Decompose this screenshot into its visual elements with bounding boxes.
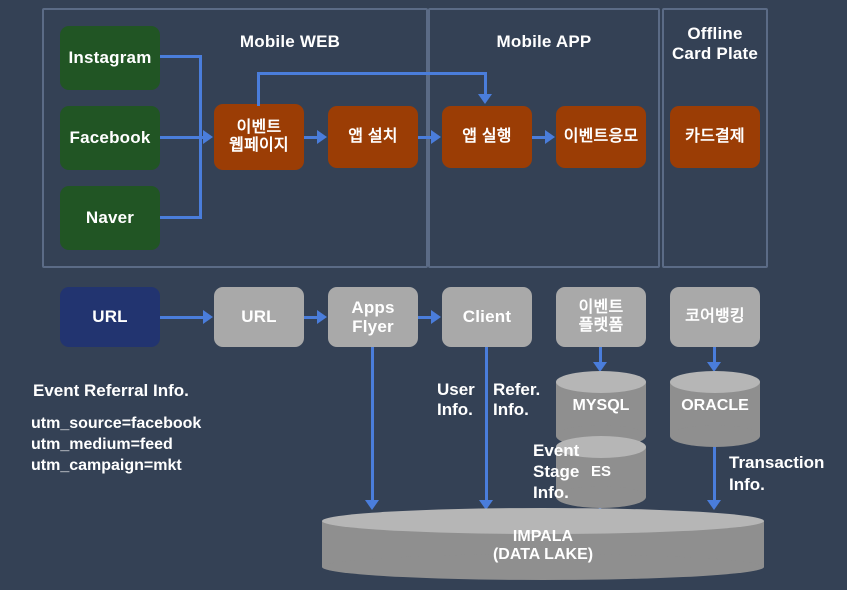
es-bottom — [556, 486, 646, 508]
es-top — [556, 436, 646, 458]
lake-label: IMPALA (DATA LAKE) — [492, 528, 594, 563]
arrowhead-appsflyer-to-lake — [365, 500, 379, 510]
arrowhead-to-app-install — [317, 130, 327, 144]
bypass-riser-from-webpage — [257, 72, 260, 106]
journey-box-card-payment[interactable]: 카드결제 — [670, 106, 760, 168]
oracle-top — [670, 371, 760, 393]
datastore-impala-data-lake[interactable]: IMPALA (DATA LAKE) — [322, 508, 764, 580]
journey-box-app-install[interactable]: 앱 설치 — [328, 106, 418, 168]
connector-naver-vertical — [160, 216, 202, 219]
connector-appsflyer-to-lake — [371, 347, 374, 502]
arrowhead-to-client — [431, 310, 441, 324]
bypass-dropper-to-launch — [484, 72, 487, 96]
connector-install-to-launch — [418, 136, 432, 139]
connector-corebanking-to-oracle — [713, 347, 716, 365]
lake-top — [322, 508, 764, 534]
connector-platform-to-mysql — [599, 347, 602, 365]
connector-facebook-to-webpage — [160, 136, 204, 139]
journey-box-event-entry[interactable]: 이벤트응모 — [556, 106, 646, 168]
flow-label-event-stage-info: Event Stage Info. — [533, 441, 580, 502]
connector-client-to-lake — [485, 347, 488, 502]
panel-title-mobile-app: Mobile APP — [496, 32, 592, 51]
panel-title-offline-card-plate: Offline Card Plate — [671, 24, 759, 63]
arrowhead-to-event-entry — [545, 130, 555, 144]
panel-title-mobile-web: Mobile WEB — [239, 32, 341, 51]
source-box-naver[interactable]: Naver — [60, 186, 160, 250]
arrowhead-bypass-to-app-launch — [478, 94, 492, 104]
connector-oracle-to-lake — [713, 437, 716, 502]
datastore-es[interactable]: ES — [556, 436, 646, 508]
flow-label-user-info: User Info. — [437, 380, 475, 419]
es-label: ES — [590, 463, 611, 480]
arrowhead-corebanking-to-oracle — [707, 362, 721, 372]
connector-webpage-to-install — [304, 136, 318, 139]
journey-box-app-launch[interactable]: 앱 실행 — [442, 106, 532, 168]
connector-urlsrc-to-url — [160, 316, 204, 319]
oracle-bottom — [670, 425, 760, 447]
connector-url-to-appsflyer — [304, 316, 318, 319]
connector-launch-to-entry — [532, 136, 546, 139]
oracle-label: ORACLE — [681, 397, 749, 414]
arrowhead-to-apps-flyer — [317, 310, 327, 324]
pipeline-box-url[interactable]: URL — [214, 287, 304, 347]
pipeline-box-client[interactable]: Client — [442, 287, 532, 347]
pipeline-box-core-banking[interactable]: 코어뱅킹 — [670, 287, 760, 347]
pipeline-box-url-source[interactable]: URL — [60, 287, 160, 347]
arrowhead-platform-to-mysql — [593, 362, 607, 372]
flow-label-refer-info: Refer. Info. — [493, 380, 541, 419]
arrowhead-to-app-launch — [431, 130, 441, 144]
referral-params: utm_source=facebook utm_medium=feed utm_… — [31, 415, 202, 474]
flow-label-transaction-info: Transaction Info. — [729, 453, 825, 494]
arrowhead-to-url — [203, 310, 213, 324]
arrowhead-to-event-webpage — [203, 130, 213, 144]
journey-box-event-webpage[interactable]: 이벤트 웹페이지 — [214, 104, 304, 170]
datastore-mysql[interactable]: MYSQL — [556, 371, 646, 447]
pipeline-box-apps-flyer[interactable]: Apps Flyer — [328, 287, 418, 347]
mysql-top — [556, 371, 646, 393]
lake-bottom — [322, 554, 764, 580]
panel-offline-card-plate — [662, 8, 768, 268]
mysql-label: MYSQL — [572, 397, 630, 414]
source-box-instagram[interactable]: Instagram — [60, 26, 160, 90]
pipeline-box-event-platform[interactable]: 이벤트 플랫폼 — [556, 287, 646, 347]
arrowhead-oracle-to-lake — [707, 500, 721, 510]
arrowhead-client-to-lake — [479, 500, 493, 510]
bypass-horizontal — [257, 72, 487, 75]
referral-heading: Event Referral Info. — [33, 381, 189, 400]
source-box-facebook[interactable]: Facebook — [60, 106, 160, 170]
connector-instagram-vertical — [160, 55, 202, 58]
datastore-oracle[interactable]: ORACLE — [670, 371, 760, 447]
connector-appsflyer-to-client — [418, 316, 432, 319]
